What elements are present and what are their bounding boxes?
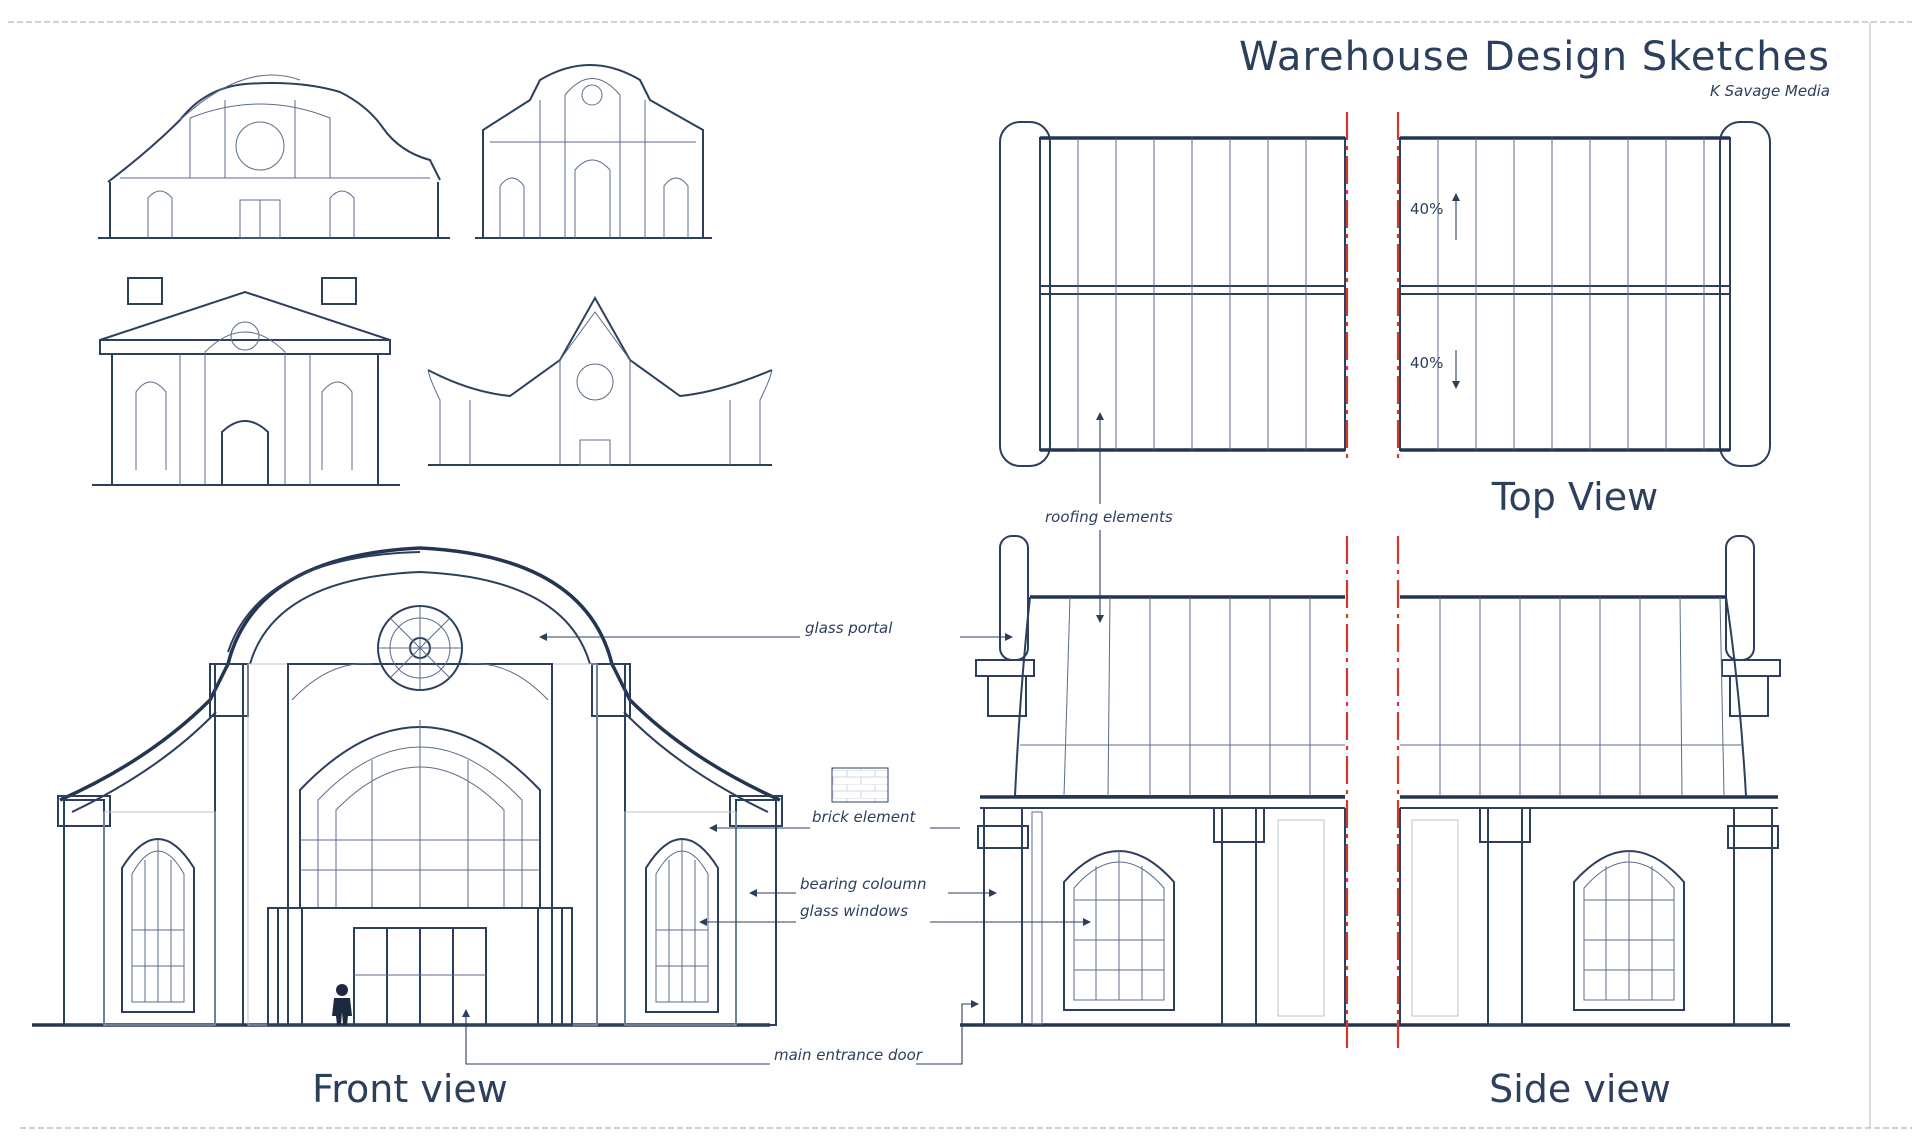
thumbnail-curved-gable: [98, 74, 450, 239]
top-view-plan: 40% 40% Top View: [999, 112, 1771, 519]
rose-window: [377, 605, 463, 691]
front-view-label: Front view: [312, 1067, 508, 1111]
side-roof-panel-lines: [1020, 596, 1742, 797]
callout-roofing-elements: roofing elements: [1045, 412, 1173, 623]
callout-glass-portal: glass portal: [539, 619, 1013, 641]
author-credit: K Savage Media: [1710, 82, 1830, 100]
callout-bearing-column: bearing coloumn: [749, 875, 997, 897]
callout-roofing-label: roofing elements: [1045, 508, 1173, 526]
callout-glass-portal-label: glass portal: [805, 619, 893, 637]
callout-glass-windows: glass windows: [699, 902, 1091, 926]
side-view-label: Side view: [1489, 1067, 1671, 1111]
brick-sample-swatch: [831, 767, 889, 803]
top-view-label: Top View: [1491, 475, 1658, 519]
front-window-right: [645, 838, 719, 1013]
callout-entrance-label: main entrance door: [774, 1046, 923, 1064]
thumbnail-arched-gable: [475, 64, 712, 239]
side-window-right: [1573, 850, 1685, 1011]
thumbnail-wave-roof: [427, 295, 773, 466]
front-view-elevation: Front view: [32, 546, 783, 1111]
callout-main-entrance: main entrance door: [462, 1000, 979, 1065]
callout-brick-element: brick element: [709, 808, 960, 832]
side-view-elevation: Side view: [960, 535, 1790, 1111]
callout-windows-label: glass windows: [800, 902, 908, 920]
roof-panel-lines: [1077, 138, 1705, 450]
front-window-left: [121, 838, 195, 1013]
side-window-left: [1063, 850, 1175, 1011]
callout-brick-label: brick element: [812, 808, 917, 826]
slope-label-upper: 40%: [1410, 200, 1443, 218]
main-entrance-door: [353, 927, 487, 1026]
slope-label-lower: 40%: [1410, 354, 1443, 372]
scale-figure: [332, 984, 352, 1025]
arch-crown: [227, 551, 421, 653]
callout-bearing-label: bearing coloumn: [800, 875, 926, 893]
sheet-border: [8, 21, 1912, 1129]
thumbnail-pediment: [92, 277, 400, 486]
drawing-title: Warehouse Design Sketches: [1239, 34, 1830, 80]
title-block: Warehouse Design Sketches K Savage Media: [1239, 34, 1830, 100]
